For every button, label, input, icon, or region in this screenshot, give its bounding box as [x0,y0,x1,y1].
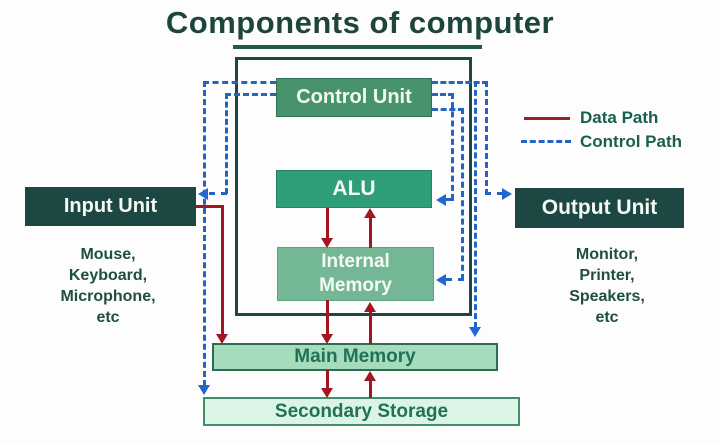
control-path-cu-to-input-h [225,93,276,96]
legend-control-path-label: Control Path [580,132,682,151]
main-memory-box: Main Memory [212,343,498,371]
arrowhead-right-icon [502,188,512,200]
input-device-line: Keyboard, [68,267,148,284]
input-device-line: Mouse, [80,246,136,263]
control-path-cu-to-input-h2 [209,192,227,195]
arrowhead-down-icon [198,385,210,395]
input-unit-label: Input Unit [63,195,158,217]
legend-data-path-label: Data Path [580,108,659,127]
data-path-main-memory-to-storage [326,370,329,389]
arrowhead-down-icon [321,388,333,398]
main-memory-label: Main Memory [294,346,416,367]
control-unit-box: Control Unit [276,78,432,117]
control-path-cu-to-output-v [485,81,488,195]
output-device-line: Speakers, [569,288,645,305]
arrowhead-up-icon [364,208,376,218]
data-path-input-to-main-memory-h [196,205,224,208]
control-path-cu-to-alu-h2 [446,198,454,201]
control-path-cu-to-alu-h [432,93,454,96]
arrowhead-down-icon [321,334,333,344]
arrowhead-left-icon [198,188,208,200]
control-path-cu-to-input-v [225,93,228,194]
arrowhead-down-icon [469,327,481,337]
output-device-line: etc [595,309,619,326]
data-path-main-to-internal-memory [369,311,372,344]
cpu-outline-box [235,57,472,316]
control-path-cu-to-storage-v [203,81,206,386]
output-device-line: Monitor, [575,246,639,263]
output-devices-list: Monitor, Printer, Speakers, etc [517,244,697,328]
control-path-cu-to-internal-memory-h2 [446,278,464,281]
data-path-internal-memory-to-alu [369,217,372,248]
secondary-storage-box: Secondary Storage [203,397,520,426]
data-path-alu-to-internal-memory [326,208,329,239]
internal-memory-box: Internal Memory [277,247,434,301]
internal-memory-label: Internal Memory [319,251,392,296]
data-path-input-to-main-memory-v [221,205,224,335]
control-path-cu-to-internal-memory-v [461,108,464,280]
arrowhead-down-icon [216,334,228,344]
arrowhead-down-icon [321,238,333,248]
input-unit-box: Input Unit [25,187,196,226]
control-path-cu-to-main-memory-v [474,81,477,328]
alu-label: ALU [332,177,376,200]
control-path-cu-to-output-h2 [485,192,503,195]
data-path-storage-to-main-memory [369,380,372,398]
output-unit-label: Output Unit [541,196,658,219]
input-devices-list: Mouse, Keyboard, Microphone, etc [18,244,198,328]
output-device-line: Printer, [579,267,635,284]
control-path-cu-to-storage-h [203,81,276,84]
diagram-title: Components of computer [165,5,555,40]
control-path-cu-to-alu-v [451,93,454,200]
arrowhead-left-icon [436,274,446,286]
secondary-storage-label: Secondary Storage [274,400,449,422]
input-device-line: etc [96,309,120,326]
output-unit-box: Output Unit [515,188,684,228]
input-device-line: Microphone, [60,288,156,305]
title-underline [233,45,482,49]
control-path-cu-to-output-h [432,81,488,84]
alu-box: ALU [276,170,432,208]
arrowhead-up-icon [364,371,376,381]
control-path-cu-to-internal-memory-h [432,108,464,111]
arrowhead-up-icon [364,302,376,312]
data-path-internal-to-main-memory [326,300,329,335]
legend-control-path-line [521,140,571,143]
legend-data-path-line [524,117,570,120]
control-unit-label: Control Unit [296,86,412,108]
arrowhead-left-icon [436,194,446,206]
